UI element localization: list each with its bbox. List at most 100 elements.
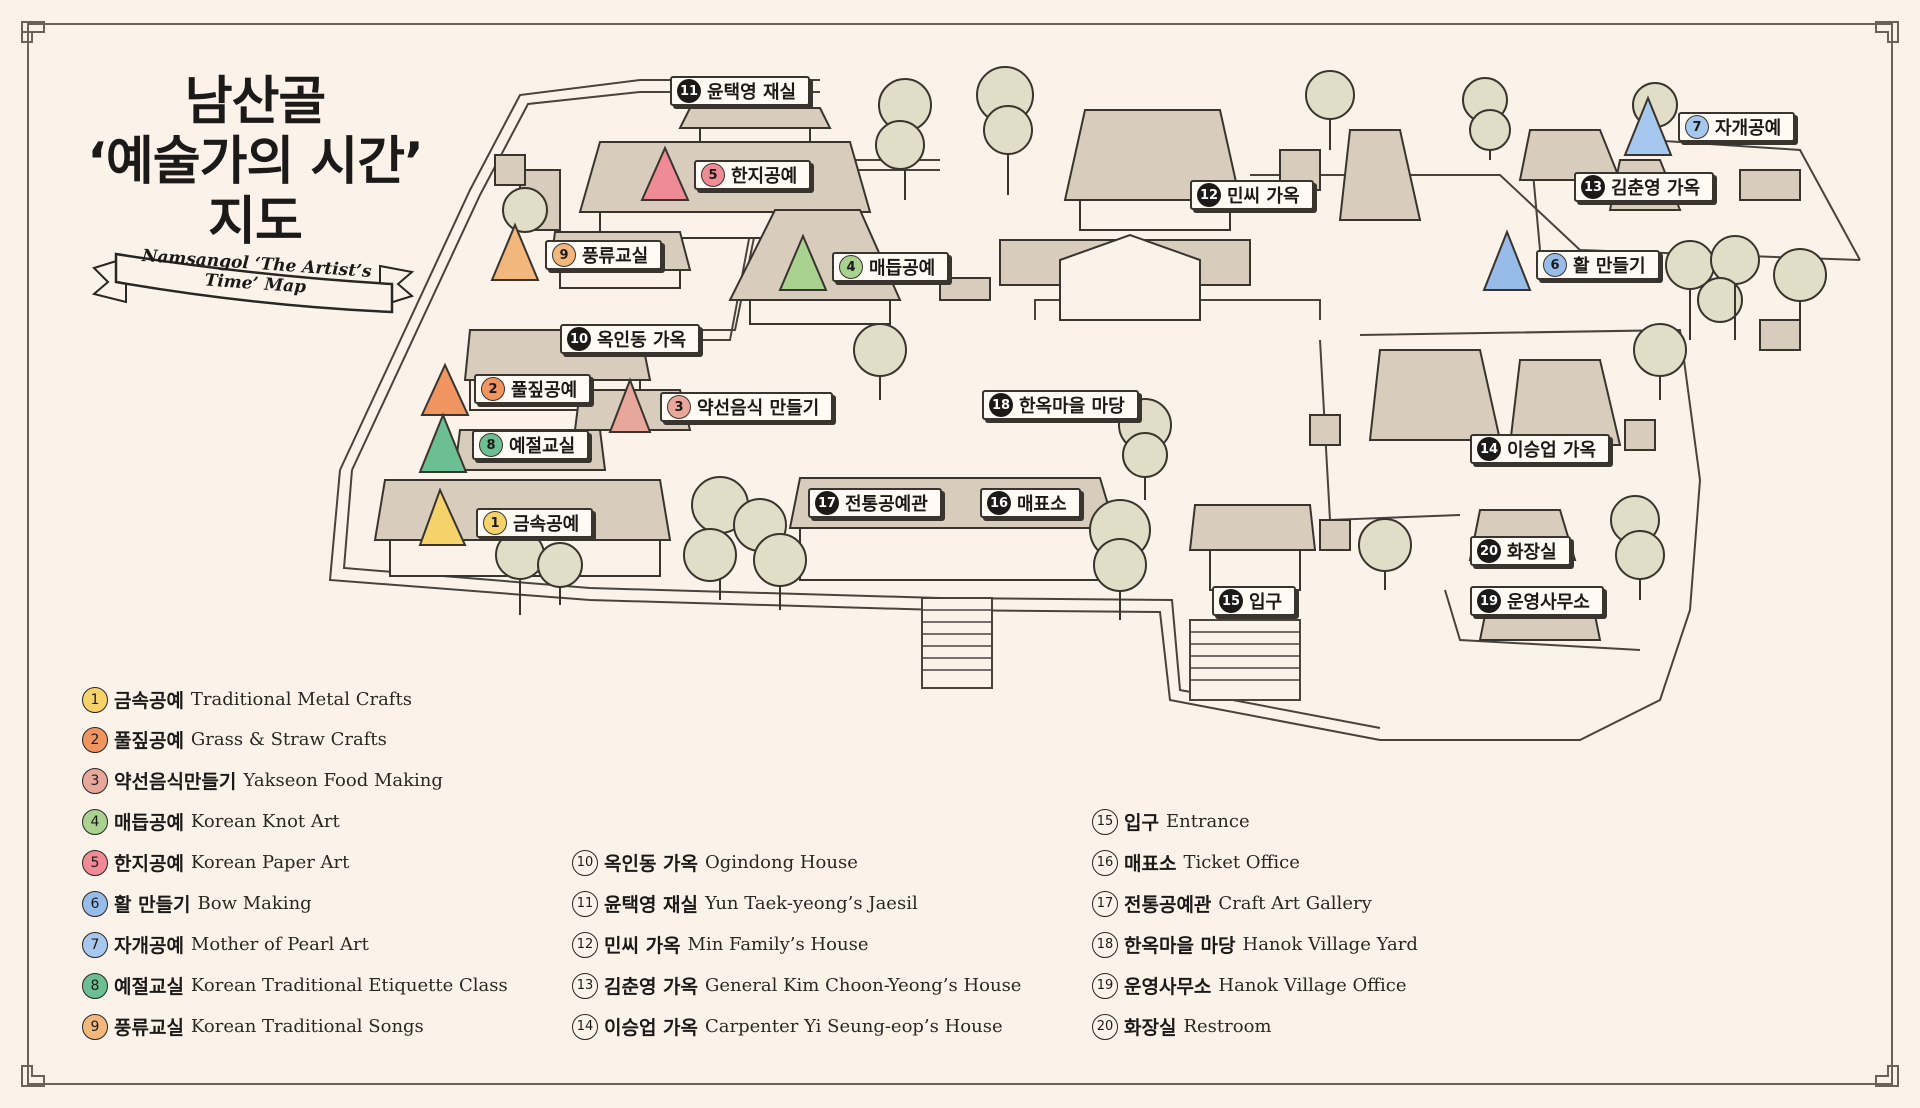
legend-english: Yakseon Food Making [243, 770, 443, 791]
label-text: 김춘영 가옥 [1611, 178, 1701, 199]
metal-craft-marker[interactable] [418, 487, 467, 546]
legend-english: Hanok Village Office [1218, 975, 1407, 996]
legend-number: 11 [572, 890, 598, 917]
map-title: 남산골 ‘예술가의 시간’ 지도 [80, 72, 430, 252]
food-making-marker[interactable] [608, 377, 652, 433]
subtitle-ribbon: Namsangol ‘The Artist’s Time’ Map [86, 236, 420, 326]
legend-number: 1 [82, 686, 108, 713]
label-text: 자개공예 [1715, 118, 1782, 139]
etiquette-class-marker[interactable] [418, 412, 468, 473]
legend-number: 17 [1092, 890, 1118, 917]
label-number: 15 [1219, 589, 1243, 613]
legend-number: 20 [1092, 1013, 1118, 1040]
label-text: 옥인동 가옥 [597, 330, 687, 351]
legend-english: Ogindong House [705, 852, 858, 873]
map-label-ogindong-house[interactable]: 10 옥인동 가옥 [560, 324, 701, 354]
legend-english: Craft Art Gallery [1218, 893, 1372, 914]
legend-english: Korean Paper Art [190, 852, 350, 873]
title-line-2: ‘예술가의 시간’ [87, 132, 424, 192]
label-text: 금속공예 [513, 514, 580, 535]
hanji-craft-marker[interactable] [640, 145, 690, 201]
label-number: 3 [667, 395, 691, 419]
legend-english: Traditional Metal Crafts [190, 689, 412, 710]
map-label-yun-jaesil[interactable]: 11 윤택영 재실 [670, 76, 811, 106]
label-number: 11 [677, 79, 701, 103]
label-text: 전통공예관 [845, 494, 928, 515]
legend-korean: 약선음식만들기 [114, 771, 237, 793]
label-text: 운영사무소 [1507, 592, 1590, 613]
label-number: 10 [567, 327, 591, 351]
legend-english: General Kim Choon-Yeong’s House [705, 975, 1022, 996]
label-number: 2 [481, 377, 505, 401]
legend-number: 4 [82, 808, 108, 835]
legend-korean: 풀짚공예 [114, 730, 184, 752]
legend-number: 15 [1092, 808, 1118, 835]
pearl-craft-marker[interactable] [1623, 95, 1673, 156]
stairs [921, 597, 1301, 701]
legend-english: Bow Making [197, 893, 312, 914]
legend-item: 19 운영사무소 Hanok Village Office [1092, 972, 1407, 999]
legend-english: Carpenter Yi Seung-eop’s House [705, 1016, 1003, 1037]
map-label-village-office[interactable]: 19 운영사무소 [1470, 586, 1604, 616]
legend-number: 7 [82, 931, 108, 958]
legend-korean: 활 만들기 [114, 894, 191, 916]
songs-class-marker[interactable] [490, 222, 540, 281]
legend-korean: 운영사무소 [1124, 976, 1212, 998]
legend-number: 5 [82, 849, 108, 876]
legend-english: Min Family’s House [687, 934, 869, 955]
label-number: 19 [1477, 589, 1501, 613]
legend-korean: 이승업 가옥 [604, 1017, 699, 1039]
label-number: 4 [839, 255, 863, 279]
title-line-3: 지도 [208, 192, 303, 252]
label-number: 7 [1685, 115, 1709, 139]
title-line-1: 남산골 [184, 72, 327, 132]
map-label-pearl-craft[interactable]: 7 자개공예 [1678, 112, 1796, 142]
label-number: 14 [1477, 437, 1501, 461]
legend-number: 14 [572, 1013, 598, 1040]
label-text: 화장실 [1507, 542, 1557, 563]
legend-number: 9 [82, 1013, 108, 1040]
knot-craft-marker[interactable] [778, 233, 828, 291]
legend-number: 13 [572, 972, 598, 999]
legend-number: 19 [1092, 972, 1118, 999]
label-number: 18 [989, 393, 1013, 417]
legend-english: Hanok Village Yard [1242, 934, 1418, 955]
legend-korean: 전통공예관 [1124, 894, 1212, 916]
straw-craft-marker[interactable] [420, 362, 470, 416]
legend-korean: 윤택영 재실 [604, 894, 699, 916]
legend-korean: 풍류교실 [114, 1017, 184, 1039]
bow-making-marker[interactable] [1482, 229, 1532, 291]
legend-number: 8 [82, 972, 108, 999]
label-text: 매표소 [1017, 494, 1067, 515]
label-text: 윤택영 재실 [707, 82, 797, 103]
legend-korean: 자개공예 [114, 935, 184, 957]
